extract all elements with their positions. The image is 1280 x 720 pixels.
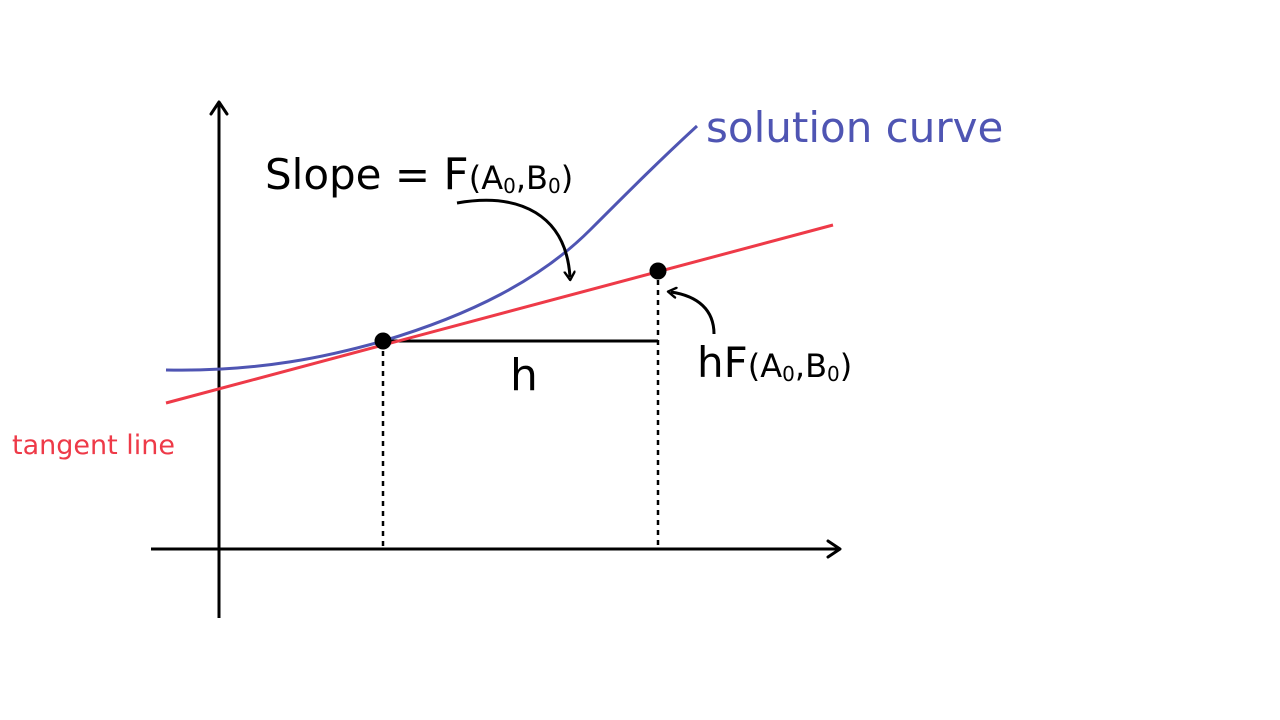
slope-pointer-arrow-icon <box>456 198 570 277</box>
tangent-label: tangent line <box>12 430 175 461</box>
rise-prefix: hF <box>697 338 748 387</box>
slope-sub-a: 0 <box>503 174 516 198</box>
slope-prefix: Slope = <box>265 150 443 199</box>
slope-args-mid: ,B <box>516 159 548 197</box>
rise-label: hF(A0,B0) <box>697 338 852 387</box>
slope-args-close: ) <box>561 159 573 197</box>
slope-label: Slope = F(A0,B0) <box>265 149 573 200</box>
rise-args-close: ) <box>840 347 852 385</box>
rise-sub-a: 0 <box>782 362 795 386</box>
curve-label: solution curve <box>706 103 1003 152</box>
tangent-line <box>165 223 834 405</box>
svg-text:Slope = F(A0,B0): Slope = F(A0,B0) <box>265 149 573 200</box>
slope-args-open: (A <box>469 159 503 197</box>
point-a0-b0-dot-icon <box>374 332 392 350</box>
rise-args-open: (A <box>748 347 782 385</box>
svg-text:hF(A0,B0): hF(A0,B0) <box>697 338 852 387</box>
point-euler-step-dot-icon <box>649 262 667 280</box>
rise-pointer-arrow-icon <box>671 292 716 335</box>
rise-args-mid: ,B <box>795 347 827 385</box>
slope-function: F <box>443 149 468 200</box>
x-axis-arrowhead-icon <box>826 539 842 559</box>
solution-curve <box>165 124 699 372</box>
rise-sub-b: 0 <box>827 362 840 386</box>
slope-sub-b: 0 <box>548 174 561 198</box>
y-axis-arrowhead-icon <box>209 100 229 116</box>
step-label: h <box>510 350 538 401</box>
